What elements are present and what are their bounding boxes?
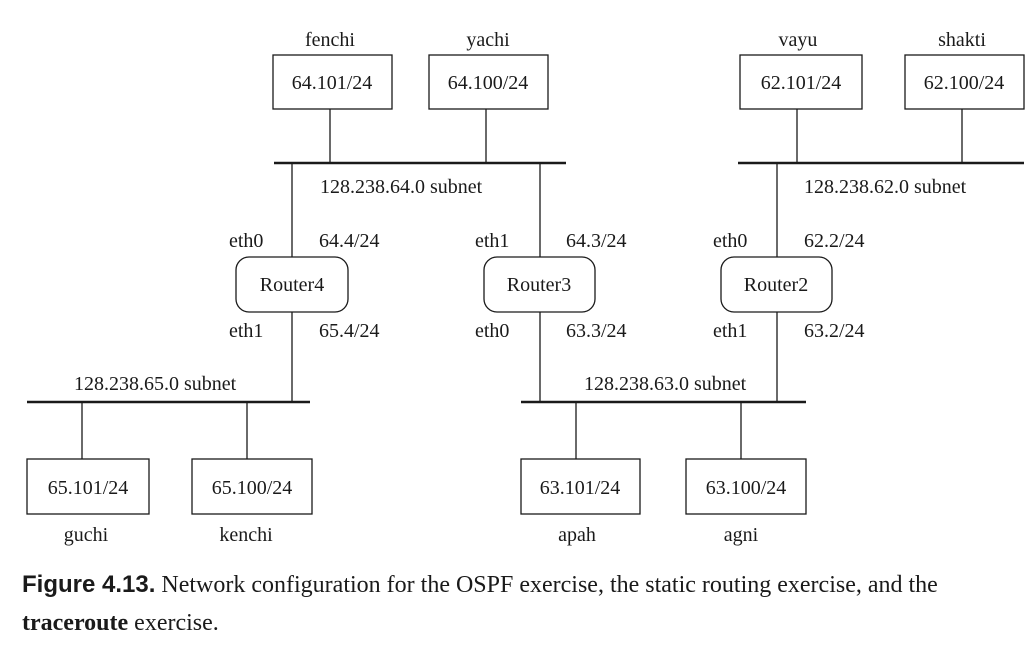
- host-name: yachi: [466, 29, 510, 51]
- router4: Router4 eth0 64.4/24 eth1 65.4/24: [229, 230, 380, 342]
- figure-caption: Figure 4.13. Network configuration for t…: [22, 566, 1012, 642]
- host-address: 62.100/24: [924, 72, 1005, 94]
- subnet-64-label: 128.238.64.0 subnet: [320, 176, 483, 198]
- host-box: [428, 54, 549, 110]
- router2: Router2 eth0 62.2/24 eth1 63.2/24: [713, 230, 865, 342]
- host-name: vayu: [779, 29, 818, 51]
- host-box: [904, 54, 1025, 110]
- host-box: [520, 458, 641, 515]
- host-address: 64.101/24: [292, 72, 373, 94]
- host-name: apah: [558, 524, 596, 546]
- host-box: [739, 54, 863, 110]
- router-bottom-address: 63.3/24: [566, 320, 627, 342]
- host-box: [191, 458, 313, 515]
- host-fenchi: 64.101/24 fenchi: [272, 29, 393, 110]
- host-address: 62.101/24: [761, 72, 842, 94]
- caption-text-end: exercise.: [128, 610, 219, 636]
- host-vayu: 62.101/24 vayu: [739, 29, 863, 110]
- router-box: [720, 256, 833, 313]
- router-name: Router4: [260, 274, 324, 296]
- router-bottom-address: 63.2/24: [804, 320, 865, 342]
- router-box: [483, 256, 596, 313]
- router-box: [235, 256, 349, 313]
- host-yachi: 64.100/24 yachi: [428, 29, 549, 110]
- host-box: [26, 458, 150, 515]
- subnet-62-label: 128.238.62.0 subnet: [804, 176, 967, 198]
- host-apah: 63.101/24 apah: [520, 458, 641, 546]
- router-top-interface: eth0: [229, 230, 263, 252]
- host-name: guchi: [64, 524, 109, 546]
- router-bottom-interface: eth0: [475, 320, 509, 342]
- router-top-address: 64.4/24: [319, 230, 380, 252]
- host-box: [272, 54, 393, 110]
- host-name: kenchi: [219, 524, 273, 546]
- router3: Router3 eth1 64.3/24 eth0 63.3/24: [475, 230, 627, 342]
- router-bottom-address: 65.4/24: [319, 320, 380, 342]
- router-top-interface: eth0: [713, 230, 747, 252]
- router-top-address: 62.2/24: [804, 230, 865, 252]
- router-name: Router3: [507, 274, 571, 296]
- host-address: 63.101/24: [540, 477, 621, 499]
- host-agni: 63.100/24 agni: [685, 458, 807, 546]
- router-top-address: 64.3/24: [566, 230, 627, 252]
- host-address: 65.100/24: [212, 477, 293, 499]
- host-name: agni: [724, 524, 759, 546]
- host-address: 64.100/24: [448, 72, 529, 94]
- router-bottom-interface: eth1: [229, 320, 263, 342]
- router-bottom-interface: eth1: [713, 320, 747, 342]
- host-name: shakti: [938, 29, 986, 51]
- host-box: [685, 458, 807, 515]
- host-guchi: 65.101/24 guchi: [26, 458, 150, 546]
- figure-number: Figure 4.13.: [22, 571, 156, 598]
- subnet-63-label: 128.238.63.0 subnet: [584, 373, 747, 395]
- host-address: 65.101/24: [48, 477, 129, 499]
- network-diagram: 128.238.64.0 subnet 128.238.62.0 subnet …: [26, 29, 1025, 546]
- subnet-65-label: 128.238.65.0 subnet: [74, 373, 237, 395]
- router-top-interface: eth1: [475, 230, 509, 252]
- caption-command: traceroute: [22, 610, 129, 636]
- host-name: fenchi: [305, 29, 355, 51]
- caption-text: Network configuration for the OSPF exerc…: [155, 572, 938, 598]
- host-shakti: 62.100/24 shakti: [904, 29, 1025, 110]
- host-address: 63.100/24: [706, 477, 787, 499]
- router-name: Router2: [744, 274, 808, 296]
- host-kenchi: 65.100/24 kenchi: [191, 458, 313, 546]
